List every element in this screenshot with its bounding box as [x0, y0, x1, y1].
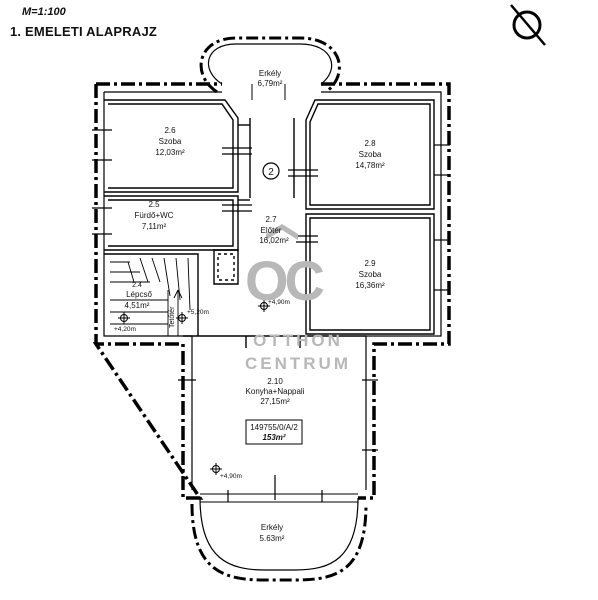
room-erkely-top-area: 6,79m²	[258, 79, 283, 88]
watermark-line2: CENTRUM	[245, 354, 351, 373]
room-erkely-bottom-area: 5.63m²	[260, 534, 285, 543]
room-25-name: Fürdő+WC	[135, 211, 174, 220]
room-28-area: 14,78m²	[355, 161, 385, 170]
room-29-area: 16,36m²	[355, 281, 385, 290]
room-28-name: Szoba	[359, 150, 382, 159]
room-erkely-top-name: Erkély	[259, 69, 281, 78]
watermark-text: OC OTTHON CENTRUM	[245, 249, 351, 373]
reference-box	[245, 419, 303, 445]
room-27-area: 16,02m²	[259, 236, 289, 245]
interior-walls	[104, 99, 435, 348]
balcony-top	[199, 36, 341, 100]
room-27-name: Előtér	[261, 226, 282, 235]
level-marker-icon	[118, 300, 270, 475]
room-24-area: 4,51m²	[125, 301, 150, 310]
room-24-name: Lépcső	[126, 290, 152, 299]
room-erkely-bottom-name: Erkély	[261, 523, 283, 532]
room-25-area: 7,11m²	[142, 222, 167, 231]
exterior-walls	[92, 82, 451, 500]
room-28-number: 2.8	[364, 139, 376, 148]
scale-label: M=1:100	[22, 6, 66, 18]
watermark-line1: OTTHON	[253, 331, 343, 350]
level-stair-bottom: +4,20m	[114, 326, 136, 333]
room-26-number: 2.6	[164, 126, 176, 135]
room-210-name: Konyha+Nappali	[246, 387, 305, 396]
stair-treads	[110, 257, 191, 336]
room-24-number: 2.4	[132, 282, 142, 289]
room-27-number: 2.7	[265, 215, 277, 224]
ref-box-code: 149755/0/A/2	[250, 423, 298, 432]
stair-direction-label: Tetőtér	[169, 306, 176, 328]
level-hall: +4,90m	[268, 299, 290, 306]
room-29-name: Szoba	[359, 270, 382, 279]
balcony-bottom	[190, 493, 368, 582]
room-210-area: 27,15m²	[260, 397, 290, 406]
section-mark-number: 2	[268, 167, 274, 178]
ref-box-area: 153m²	[262, 433, 285, 442]
section-marker	[262, 162, 280, 180]
level-stair-top: +5,20m	[187, 309, 209, 316]
watermark-logo	[266, 224, 298, 240]
room-210-number: 2.10	[267, 377, 283, 386]
room-26-name: Szoba	[159, 137, 182, 146]
level-kitchen: +4,90m	[220, 473, 242, 480]
north-arrow-icon	[510, 4, 546, 46]
plan-title: 1. EMELETI ALAPRAJZ	[10, 24, 158, 39]
watermark-monogram: OC	[245, 249, 324, 312]
room-25-number: 2.5	[148, 200, 160, 209]
room-26-area: 12,03m²	[155, 148, 185, 157]
room-29-number: 2.9	[364, 259, 376, 268]
openings	[92, 129, 450, 502]
